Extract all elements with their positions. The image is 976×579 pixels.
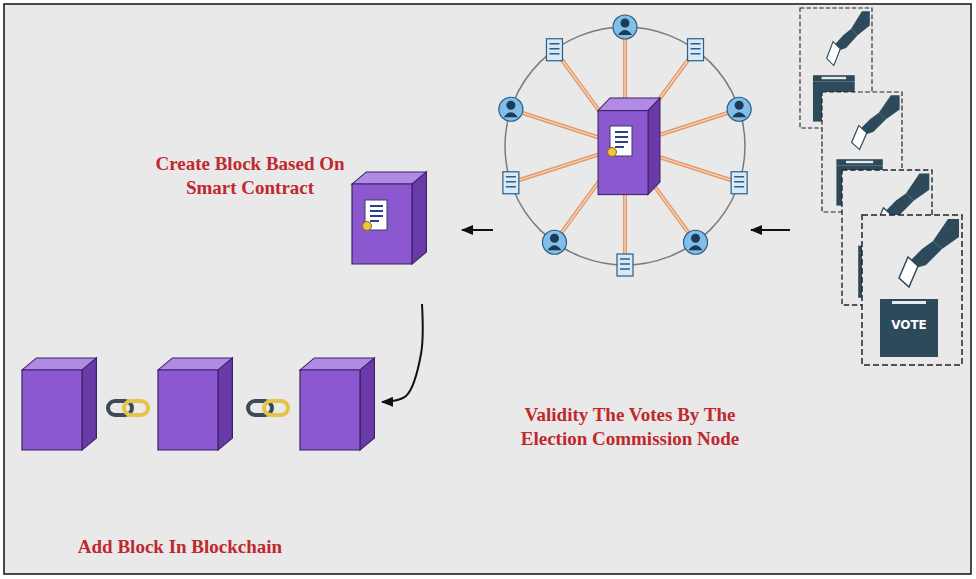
node-outline [798,8,970,368]
person-icon [499,97,523,121]
network-node: Validity The Votes By The Election Commi… [480,15,780,475]
flow-arrow [751,229,790,231]
chain-link [108,401,148,415]
person-icon [684,230,708,254]
contract-icon [608,126,633,157]
blockchain-node: Add Block In Blockchain [15,350,385,565]
chain-block [300,358,374,450]
person-icon [727,97,751,121]
node-label: Validity The Votes By The Election Commi… [490,403,770,451]
network-ring [505,27,745,265]
server-icon [617,254,633,276]
person-icon [542,230,566,254]
block-cube [352,172,426,264]
person-icon [613,15,637,39]
flow-arrow [462,229,493,231]
node-label: VOTE [880,318,938,333]
flow-arrow [382,304,423,402]
central-cube [598,98,660,195]
node-outline [352,172,426,264]
server-icon [688,39,704,61]
ballot-node: VOTE [790,5,970,370]
node-label: Create Block Based On Smart Contract [150,152,350,200]
server-icon [546,39,562,61]
node-label: Add Block In Blockchain [20,535,340,559]
server-icon [503,172,519,194]
block-node: Create Block Based On Smart Contract [140,150,430,275]
contract-icon [363,200,388,231]
node-outline [22,358,374,450]
node-outline [505,27,745,265]
network-spokes [511,27,739,265]
chain-block [158,358,232,450]
ballot-card [862,215,962,365]
chain-link [248,401,288,415]
frame [4,4,971,574]
server-icon [731,172,747,194]
network-nodes [499,15,751,276]
chain-block [22,358,96,450]
